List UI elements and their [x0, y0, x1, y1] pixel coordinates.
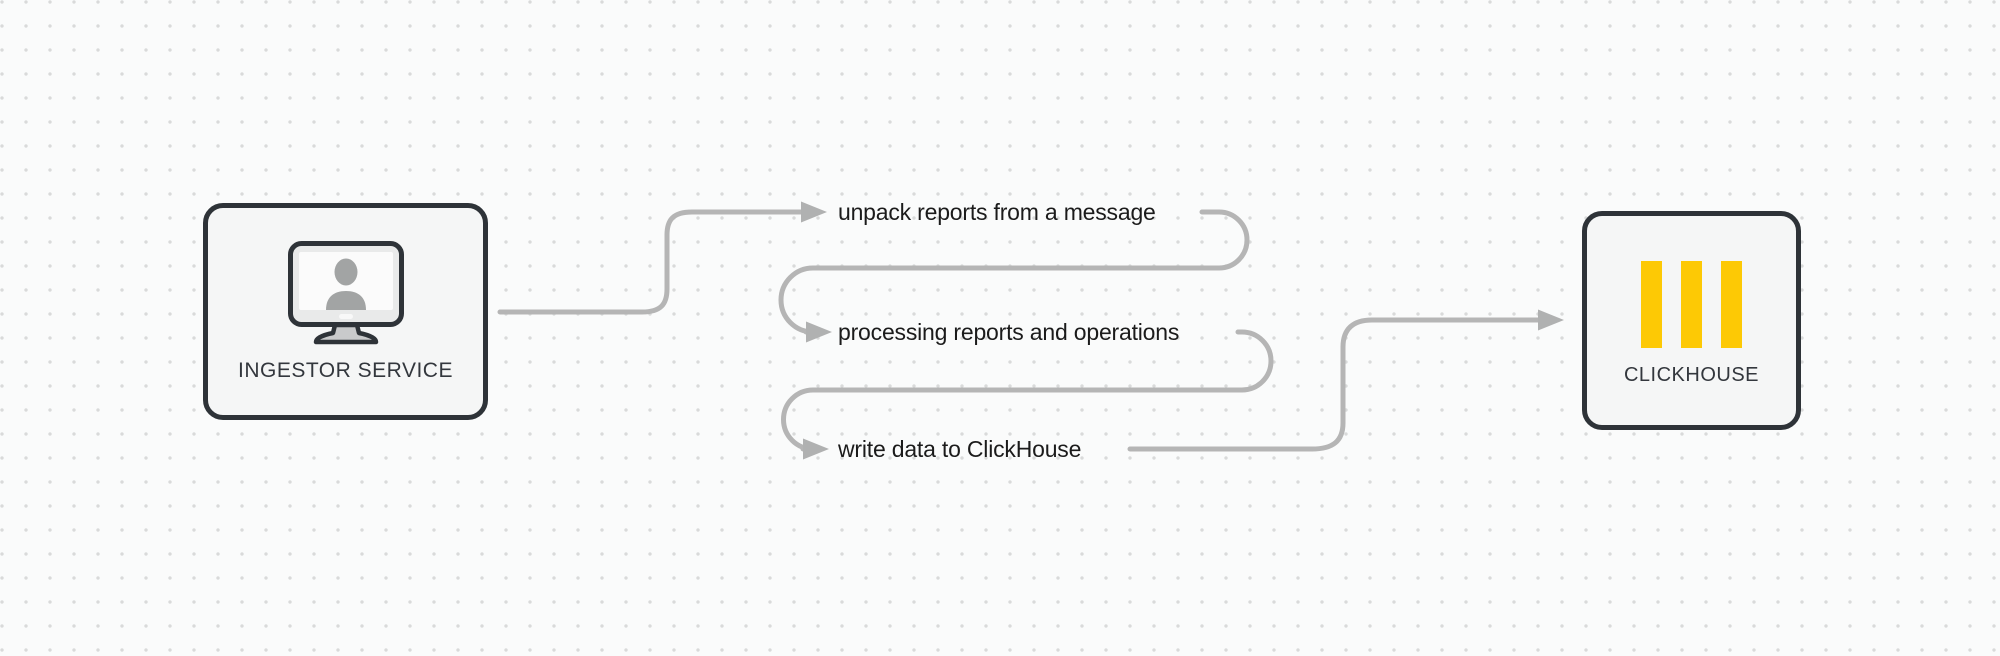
- node-label-ingestor: INGESTOR SERVICE: [238, 358, 453, 382]
- connector-step1-to-step2: [778, 209, 1250, 335]
- node-label-clickhouse: CLICKHOUSE: [1623, 363, 1760, 386]
- monitor-user-icon: [287, 240, 404, 344]
- connector-step2-to-step3: [781, 329, 1274, 452]
- connector-step3-to-clickhouse: [1127, 317, 1541, 452]
- node-clickhouse[interactable]: CLICKHOUSE: [1582, 211, 1801, 430]
- arrowhead-step1: [801, 201, 827, 223]
- step-label-unpack-reports[interactable]: unpack reports from a message: [838, 199, 1156, 225]
- node-ingestor-service[interactable]: INGESTOR SERVICE: [203, 203, 488, 420]
- arrowhead-clickhouse: [1538, 309, 1564, 331]
- step-label-write-data[interactable]: write data to ClickHouse: [838, 436, 1082, 462]
- clickhouse-bars-icon: [1641, 260, 1742, 348]
- clickhouse-bar: [1681, 260, 1702, 348]
- clickhouse-bar: [1721, 260, 1742, 348]
- clickhouse-bar: [1641, 260, 1662, 348]
- arrowhead-step3: [803, 438, 829, 460]
- connector-ingestor-to-step1: [497, 209, 804, 315]
- step-label-processing-reports[interactable]: processing reports and operations: [838, 319, 1180, 345]
- arrowhead-step2: [806, 321, 832, 343]
